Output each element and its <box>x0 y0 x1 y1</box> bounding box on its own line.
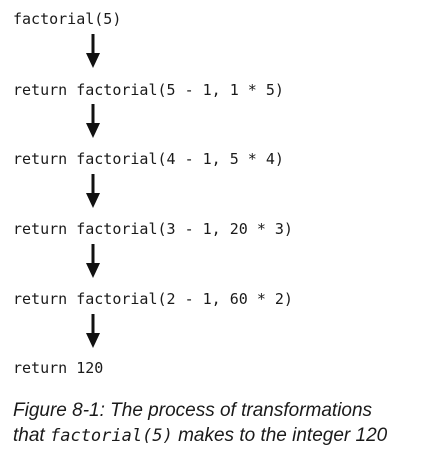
caption-text: makes to the integer 120 <box>172 425 388 446</box>
down-arrow-icon <box>86 244 100 278</box>
down-arrow-icon <box>86 34 100 68</box>
down-arrow-icon <box>86 174 100 208</box>
figure-caption: Figure 8-1: The process of transformatio… <box>13 398 418 449</box>
down-arrow-icon <box>86 104 100 138</box>
step-label: return 120 <box>13 359 104 377</box>
step-label: return factorial(2 - 1, 60 * 2) <box>13 290 293 308</box>
step-label: return factorial(5 - 1, 1 * 5) <box>13 81 284 99</box>
step-label: factorial(5) <box>13 10 122 28</box>
caption-code: factorial(5) <box>49 426 173 446</box>
caption-line-2: that factorial(5) makes to the integer 1… <box>13 423 418 449</box>
caption-text: that <box>13 425 50 446</box>
down-arrow-icon <box>86 314 100 348</box>
caption-line-1: Figure 8-1: The process of transformatio… <box>13 400 373 421</box>
step-label: return factorial(3 - 1, 20 * 3) <box>13 220 293 238</box>
step-label: return factorial(4 - 1, 5 * 4) <box>13 150 284 168</box>
